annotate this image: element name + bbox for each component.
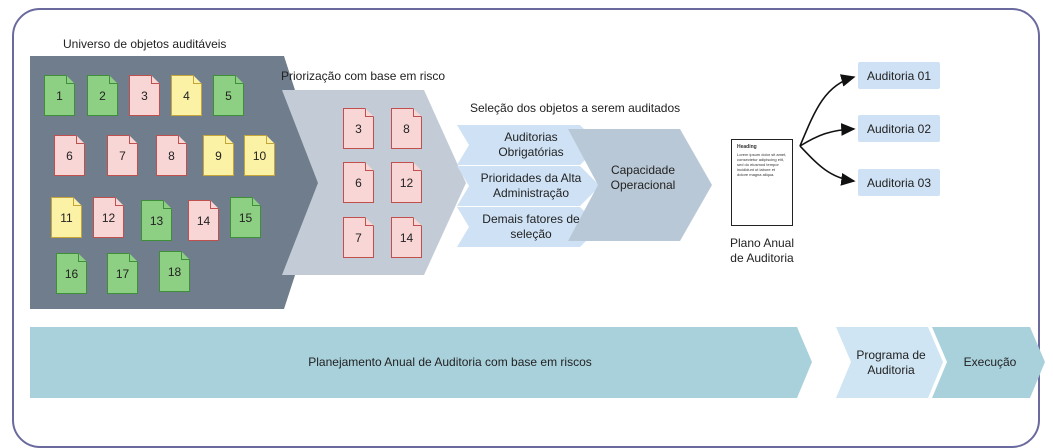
universe-doc-8: 8 [156,135,187,176]
universe-doc-18: 18 [159,251,190,292]
planning-shape [30,327,812,398]
program-label: Programa de Auditoria [856,348,926,377]
plan-page-text: Lorem ipsum dolor sit amet, consectetur … [737,152,787,177]
execution-label: Execução [963,355,1017,369]
execution-shape [932,327,1045,398]
selection-item-3-shape [457,207,600,247]
plan-page-heading: Heading [737,144,757,150]
universe-shape [30,56,325,309]
selection-item-1: Auditorias Obrigatórias [498,130,564,159]
arrow-audit-02 [799,123,856,147]
universe-doc-14: 14 [188,200,219,241]
capacity-shape [568,129,712,241]
prioritization-title: Priorização com base em risco [281,69,446,83]
planning-label: Planejamento Anual de Auditoria com base… [308,355,592,369]
priority-doc-7: 7 [343,217,374,258]
priority-doc-6: 6 [343,162,374,203]
program-shape [836,327,943,398]
selection-item-2: Prioridades da Alta Administração [480,171,582,200]
arrow-audit-03 [799,145,856,186]
universe-doc-5: 5 [213,75,244,116]
universe-doc-17: 17 [107,253,138,294]
universe-doc-16: 16 [56,253,87,294]
priority-doc-8: 8 [391,108,422,149]
selection-title: Seleção dos objetos a serem auditados [470,101,681,115]
plan-document-icon: Heading Lorem ipsum dolor sit amet, cons… [731,139,793,226]
universe-doc-1: 1 [44,75,75,116]
audit-02-box: Auditoria 02 [858,115,940,142]
universe-doc-3: 3 [129,75,160,116]
arrow-audit-01 [799,74,856,147]
universe-doc-2: 2 [87,75,118,116]
selection-item-2-shape [457,166,600,206]
universe-doc-7: 7 [107,135,138,176]
universe-doc-11: 11 [51,197,82,238]
universe-doc-10: 10 [244,135,275,176]
universe-doc-15: 15 [230,197,261,238]
universe-doc-6: 6 [54,135,85,176]
plan-label: Plano Anual de Auditoria [729,236,795,265]
selection-item-1-shape [457,125,600,165]
capacity-label: Capacidade Operacional [610,163,676,192]
selection-item-3: Demais fatores de seleção [482,212,580,241]
audit-03-box: Auditoria 03 [858,169,940,196]
universe-doc-9: 9 [203,135,234,176]
universe-doc-12: 12 [93,197,124,238]
priority-doc-14: 14 [391,217,422,258]
universe-doc-13: 13 [141,200,172,241]
universe-doc-4: 4 [171,75,202,116]
priority-doc-3: 3 [343,108,374,149]
priority-doc-12: 12 [391,162,422,203]
audit-01-box: Auditoria 01 [858,62,940,89]
diagram-canvas: Universo de objetos auditáveis Priorizaç… [12,8,1045,448]
universe-title: Universo de objetos auditáveis [63,37,227,51]
